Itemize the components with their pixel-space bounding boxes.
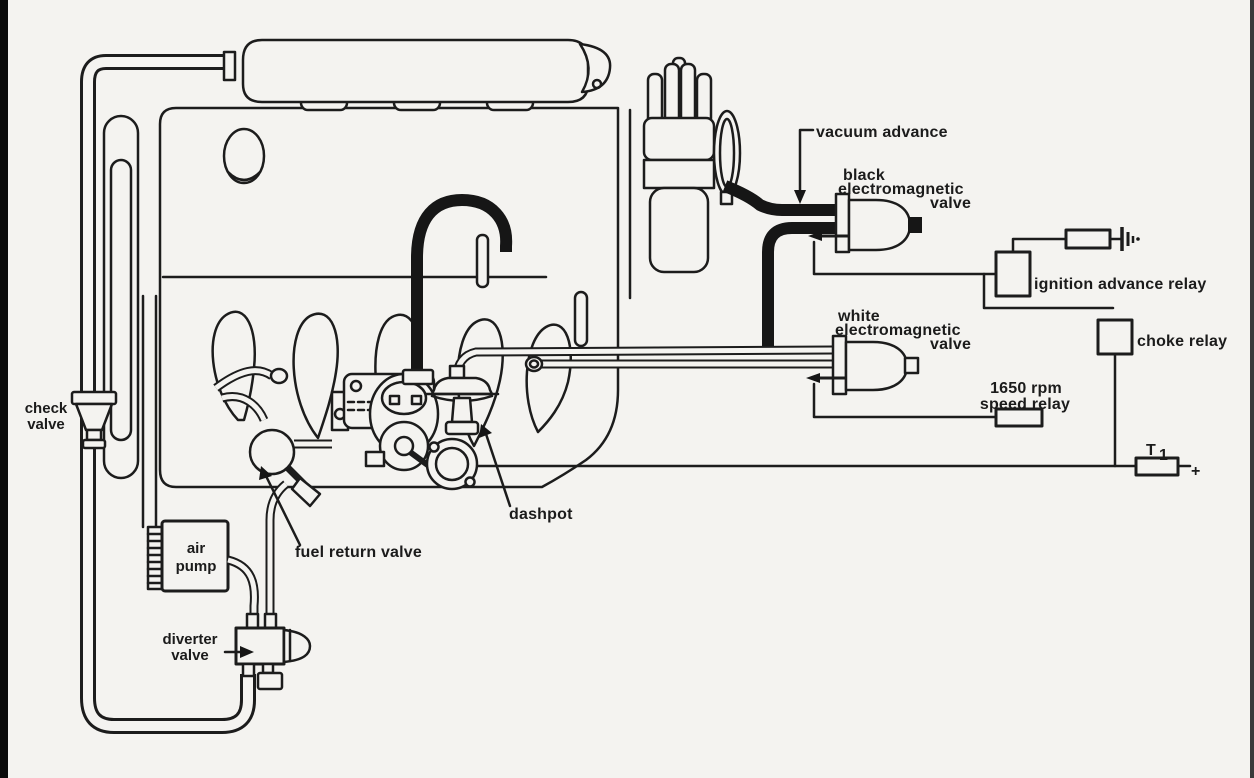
throttle-flange: [425, 437, 479, 491]
ground-icon: [1120, 227, 1140, 251]
left-frame-bar: [0, 0, 8, 778]
check-valve-hose: [80, 54, 256, 734]
distributor: [642, 56, 742, 274]
speed-relay-box: [994, 407, 1044, 428]
drive-belt: [141, 294, 158, 529]
white-valve-arrow-icon: [806, 373, 820, 383]
t1-label: T: [1146, 442, 1156, 459]
heat-riser-pipe: [411, 193, 513, 386]
label-pointers: [223, 424, 512, 658]
black-valve-label-1: black: [843, 167, 885, 184]
black-valve-label-3: valve: [930, 195, 971, 212]
fuel-return-valve-label: fuel return valve: [295, 544, 422, 561]
plus-terminal: +: [1191, 463, 1201, 480]
valve-cover: [222, 38, 612, 112]
dashpot-component: [424, 364, 500, 436]
white-electromagnetic-valve: [806, 334, 920, 396]
t1-subscript: 1: [1159, 447, 1168, 464]
diverter-valve-component: [234, 612, 312, 691]
ignition-advance-relay-label: ignition advance relay: [1034, 276, 1206, 293]
speed-relay-label-1: 1650 rpm: [990, 380, 1062, 397]
air-pump-pulley: [146, 525, 164, 591]
diverter-muffler-cap: [256, 671, 284, 691]
diverter-arrow-icon: [240, 646, 254, 658]
diverter-valve-label-1: diverter: [162, 631, 217, 648]
choke-relay-box: [1096, 318, 1134, 356]
right-frame-line: [1250, 0, 1254, 778]
black-valve-label-2: electromagnetic: [838, 181, 964, 198]
air-pump-box: [146, 519, 230, 593]
resistor-box: [1064, 228, 1112, 250]
black-valve-lower-hose: [762, 222, 840, 352]
carburetor: [330, 368, 479, 491]
black-electromagnetic-valve: [808, 192, 922, 254]
diverter-valve-label-2: valve: [171, 647, 209, 664]
check-valve-label-2: valve: [27, 416, 65, 433]
black-valve-arrow-icon: [808, 231, 822, 241]
vacuum-advance-label: vacuum advance: [816, 124, 948, 141]
ignition-advance-relay-box: [994, 250, 1032, 298]
speed-relay-label-2: speed relay: [980, 396, 1070, 413]
down-arrow-icon: [794, 190, 806, 204]
relay-circuit: [812, 227, 1192, 477]
t1-box: [1134, 456, 1180, 477]
air-pump-label-1: air: [187, 540, 206, 557]
pipe-cap: [401, 368, 435, 386]
check-valve-label-1: check: [25, 400, 68, 417]
white-valve-label-1: white: [837, 308, 880, 325]
vacuum-advance-pointer: [794, 128, 815, 204]
diverter-hoses: [226, 480, 289, 618]
white-valve-label-3: valve: [930, 336, 971, 353]
black-valve-upper-hose: [722, 180, 842, 216]
vacuum-advance-capsule: [712, 109, 742, 206]
dashpot-label: dashpot: [509, 506, 573, 523]
fuel-return-arrow-icon: [259, 466, 272, 480]
choke-relay-label: choke relay: [1137, 333, 1227, 350]
fan-shroud: [102, 114, 140, 480]
vent-fitting: [222, 50, 237, 82]
air-pump-label-2: pump: [176, 558, 217, 575]
white-valve-label-2: electromagnetic: [835, 322, 961, 339]
check-valve-component: [70, 390, 118, 450]
dashpot-arrow-icon: [479, 424, 492, 438]
fuel-return-valve-component: [213, 366, 332, 508]
